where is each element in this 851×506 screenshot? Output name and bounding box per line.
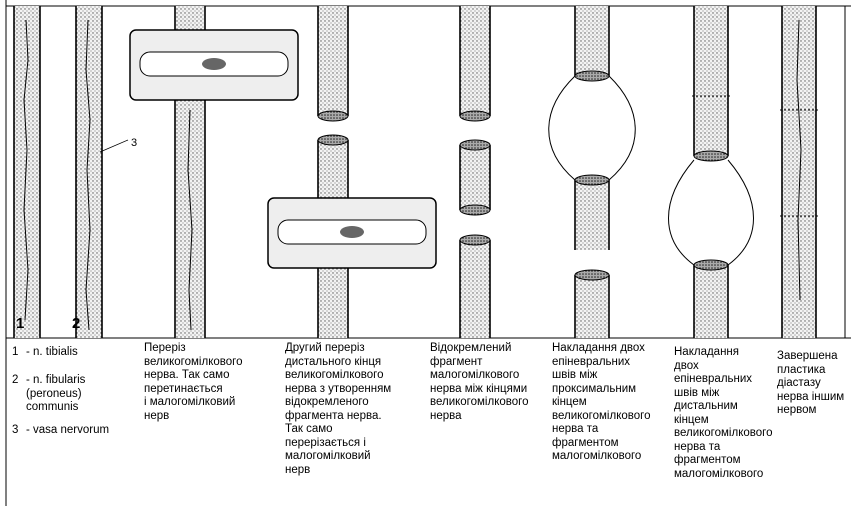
callout-3: 3 xyxy=(131,137,137,149)
panel-2 xyxy=(130,6,298,338)
panel-5 xyxy=(549,6,636,338)
panel-6 xyxy=(669,6,754,338)
caption-step-6: Завершена пластика діастазу нерва іншим … xyxy=(777,350,844,418)
label-1: 1 xyxy=(16,315,24,332)
caption-step-2: Другий переріз дистального кінця великог… xyxy=(285,342,391,477)
legend-number: 2 xyxy=(12,374,26,415)
caption-step-5: Накладання двох епіневральних швів між д… xyxy=(674,346,772,481)
caption-step-3: Відокремлений фрагмент малогомілкового н… xyxy=(430,342,528,423)
legend-text: - vasa nervorum xyxy=(26,424,109,438)
caption-step-1: Переріз великогомілкового нерва. Так сам… xyxy=(144,342,242,423)
legend-text: - n. fibularis (peroneus) communis xyxy=(26,374,85,415)
legend-text: - n. tibialis xyxy=(26,346,78,360)
panel-4 xyxy=(460,6,490,338)
legend-item-3: 3 - vasa nervorum xyxy=(12,424,109,438)
panel-1-nerves xyxy=(14,6,128,338)
legend-item-2: 2 - n. fibularis (peroneus) communis xyxy=(12,374,85,415)
label-2: 2 xyxy=(72,315,80,332)
legend-number: 3 xyxy=(12,424,26,438)
razor-blade-icon xyxy=(268,198,436,268)
caption-step-4: Накладання двох епіневральних швів між п… xyxy=(552,342,650,464)
panel-7 xyxy=(780,6,818,338)
razor-blade-icon xyxy=(130,30,298,100)
legend-number: 1 xyxy=(12,346,26,360)
legend-item-1: 1 - n. tibialis xyxy=(12,346,78,360)
